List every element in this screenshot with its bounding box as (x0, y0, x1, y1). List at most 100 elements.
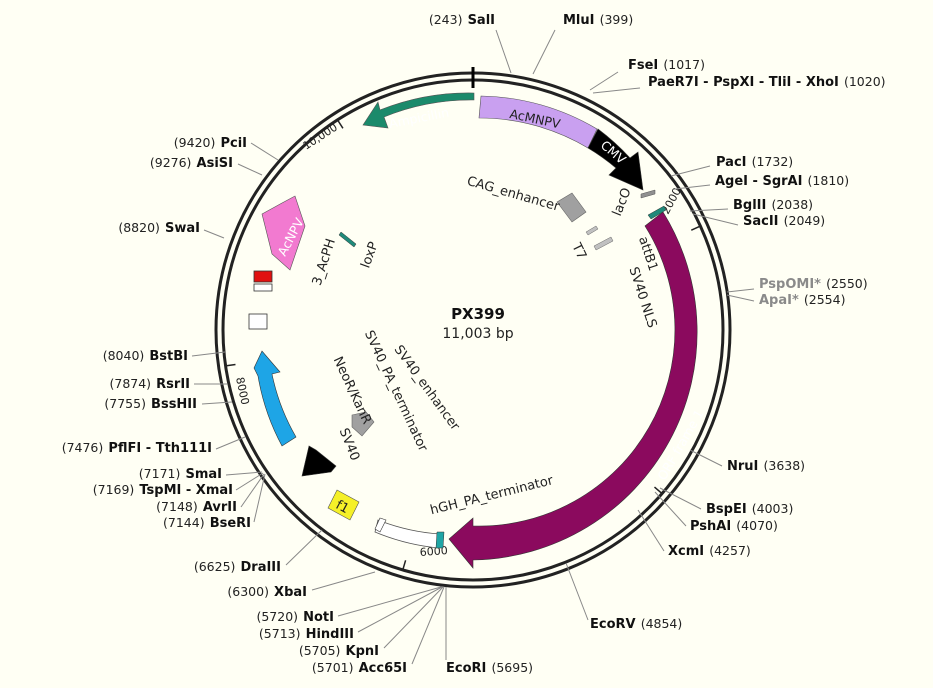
site-label-bspei[interactable]: BspEI (4003) (706, 498, 793, 517)
site-position: (5720) (256, 609, 298, 624)
site-leader-line (689, 449, 723, 467)
site-leader-line (654, 491, 687, 527)
site-label-bstbi[interactable]: (8040) BstBI (103, 345, 188, 364)
hgh-pa-feature (374, 519, 441, 549)
site-label-asisi[interactable]: (9276) AsiSI (150, 152, 233, 171)
site-label-bsshii[interactable]: (7755) BssHII (104, 393, 197, 412)
site-label-ecorv[interactable]: EcoRV (4854) (590, 613, 682, 632)
site-label-agei[interactable]: AgeI - SgrAI (1810) (715, 170, 849, 189)
site-label-hindiii[interactable]: (5713) HindIII (259, 623, 354, 642)
site-name: RsrII (156, 377, 190, 392)
site-position: (1732) (752, 154, 794, 169)
site-leader-line (411, 586, 445, 665)
site-label-sacii[interactable]: SacII (2049) (743, 210, 825, 229)
plasmid-name: PX399 (451, 305, 505, 323)
site-name: MluI (563, 13, 594, 28)
site-name: FseI (628, 58, 658, 73)
site-leader-line (637, 509, 665, 552)
t7-label: T7 (568, 240, 589, 262)
site-label-apai[interactable]: ApaI* (2554) (759, 289, 845, 308)
attb1-marker (647, 205, 667, 220)
tick-mark (336, 119, 344, 129)
tick-mark (690, 225, 701, 231)
site-label-smai[interactable]: (7171) SmaI (139, 463, 222, 482)
site-name: SacII (743, 214, 779, 229)
site-label-xcmi[interactable]: XcmI (4257) (668, 540, 751, 559)
site-leader-line (689, 208, 729, 212)
loxp-marker (338, 231, 357, 248)
site-name: PaeR7I - PspXI - TliI - XhoI (648, 75, 839, 90)
site-leader-line (201, 401, 233, 405)
hgh-pa-start-marker (374, 517, 387, 533)
site-leader-line (532, 29, 556, 75)
site-label-sali[interactable]: (243) SalI (429, 9, 495, 28)
site-label-bglii[interactable]: BglII (2038) (733, 194, 813, 213)
site-label-rsrii[interactable]: (7874) RsrII (109, 373, 190, 392)
sv40-feature[interactable] (301, 445, 337, 477)
site-position: (7874) (109, 376, 151, 391)
site-label-acc65i[interactable]: (5701) Acc65I (312, 657, 407, 676)
acnpv-feature[interactable] (261, 195, 306, 271)
site-name: PshAI (690, 519, 731, 534)
site-label-ecori[interactable]: EcoRI (5695) (446, 657, 533, 676)
site-position: (6625) (194, 559, 236, 574)
site-label-pspomi[interactable]: PspOMI* (2550) (759, 273, 868, 292)
site-label-kpni[interactable]: (5705) KpnI (299, 640, 379, 659)
site-position: (4854) (641, 616, 683, 631)
site-label-draiii[interactable]: (6625) DraIII (194, 556, 281, 575)
cag-enhancer-label: CAG_enhancer (465, 174, 562, 215)
site-name: NruI (727, 459, 758, 474)
site-label-bseri[interactable]: (7144) BseRI (163, 512, 251, 531)
site-name: SalI (468, 13, 495, 28)
site-leader-line (692, 213, 739, 226)
laco-label: lacO (610, 186, 635, 218)
cag-enhancer-marker (556, 192, 587, 223)
site-label-mlui[interactable]: MluI (399) (563, 9, 633, 28)
site-label-pflfi[interactable]: (7476) PflFI - Tth111I (62, 437, 212, 456)
site-label-paci[interactable]: PacI (1732) (716, 151, 793, 170)
ampicillin-feature[interactable] (362, 92, 475, 129)
site-leader-line (225, 471, 263, 476)
f1-feature[interactable] (327, 489, 360, 521)
site-name: XcmI (668, 544, 704, 559)
site-position: (2550) (826, 276, 868, 291)
site-position: (1020) (844, 74, 886, 89)
site-name: EcoRV (590, 617, 636, 632)
hgh-pa-label: hGH_PA_terminator (429, 473, 556, 518)
site-position: (9420) (174, 135, 216, 150)
site-leader-line (659, 487, 702, 510)
site-leader-line (674, 184, 711, 190)
site-name: Acc65I (359, 661, 407, 676)
neor-feature[interactable] (253, 350, 297, 447)
site-leader-line (589, 71, 619, 91)
site-label-swai[interactable]: (8820) SwaI (118, 217, 200, 236)
site-position: (5695) (491, 660, 533, 675)
site-label-nrui[interactable]: NruI (3638) (727, 455, 805, 474)
site-position: (4257) (709, 543, 751, 558)
site-name: BseRI (210, 516, 251, 531)
site-name: PflFI - Tth111I (108, 441, 212, 456)
site-label-pcii[interactable]: (9420) PciI (174, 132, 247, 151)
site-name: SmaI (185, 467, 222, 482)
orf-feature[interactable] (448, 211, 698, 569)
site-label-pshai[interactable]: PshAI (4070) (690, 515, 778, 534)
site-position: (2038) (771, 197, 813, 212)
site-leader-line (383, 586, 444, 649)
site-name: HindIII (306, 627, 354, 642)
sv40-nls-label: SV40 NLS (625, 265, 659, 330)
site-leader-line (235, 472, 264, 491)
site-leader-line (240, 473, 265, 508)
site-label-fsei[interactable]: FseI (1017) (628, 54, 705, 73)
site-label-paer7i[interactable]: PaeR7I - PspXI - TliI - XhoI (1020) (648, 71, 886, 90)
loxp-label: loxP (358, 240, 381, 270)
site-position: (4070) (736, 518, 778, 533)
site-label-avrii[interactable]: (7148) AvrII (156, 496, 237, 515)
site-label-xbai[interactable]: (6300) XbaI (227, 581, 307, 600)
cmv-feature[interactable] (587, 128, 644, 191)
site-label-noti[interactable]: (5720) NotI (256, 606, 334, 625)
site-position: (6300) (227, 584, 269, 599)
site-name: BspEI (706, 502, 747, 517)
site-name: TspMI - XmaI (139, 483, 233, 498)
site-label-tspmi[interactable]: (7169) TspMI - XmaI (93, 479, 233, 498)
tick-label: 10,000 (301, 121, 340, 153)
